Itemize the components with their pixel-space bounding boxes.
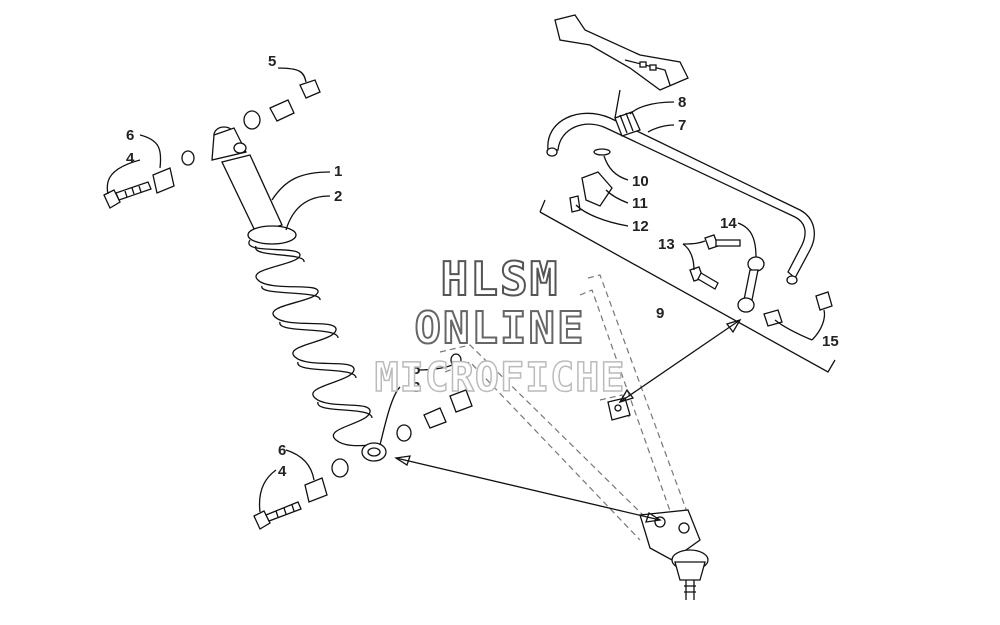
callout-12: 12 bbox=[632, 218, 649, 235]
callout-14: 14 bbox=[720, 215, 737, 232]
callout-6-upper: 6 bbox=[126, 127, 134, 144]
callout-15: 15 bbox=[822, 333, 839, 350]
callout-2: 2 bbox=[334, 188, 342, 205]
shock-absorber bbox=[211, 126, 387, 462]
callout-5-lower: 5 bbox=[412, 361, 420, 378]
callout-labels: 5 6 4 1 2 5 3 6 4 8 7 10 11 12 14 13 9 1… bbox=[126, 53, 839, 480]
connection-arrows bbox=[394, 318, 742, 523]
callout-9: 9 bbox=[656, 305, 664, 322]
callout-4-lower: 4 bbox=[278, 463, 287, 480]
sway-bar bbox=[546, 111, 815, 285]
ball-joint bbox=[639, 509, 709, 600]
lower-hardware bbox=[253, 353, 473, 530]
callout-8: 8 bbox=[678, 94, 686, 111]
sway-link-assembly bbox=[689, 234, 833, 327]
callout-5-upper: 5 bbox=[268, 53, 276, 70]
callout-3: 3 bbox=[412, 379, 420, 396]
a-arm-phantom bbox=[439, 274, 691, 541]
group-9-bracket bbox=[539, 199, 836, 373]
callout-6-lower: 6 bbox=[278, 442, 286, 459]
callout-13: 13 bbox=[658, 236, 675, 253]
callout-11: 11 bbox=[632, 195, 648, 212]
frame-bracket bbox=[554, 14, 689, 119]
leader-lines bbox=[106, 67, 826, 513]
callout-7: 7 bbox=[678, 117, 686, 134]
callout-4-upper: 4 bbox=[126, 150, 135, 167]
callout-1: 1 bbox=[334, 163, 342, 180]
upper-hardware bbox=[103, 79, 321, 209]
arm-bracket bbox=[607, 397, 631, 421]
callout-10: 10 bbox=[632, 173, 649, 190]
